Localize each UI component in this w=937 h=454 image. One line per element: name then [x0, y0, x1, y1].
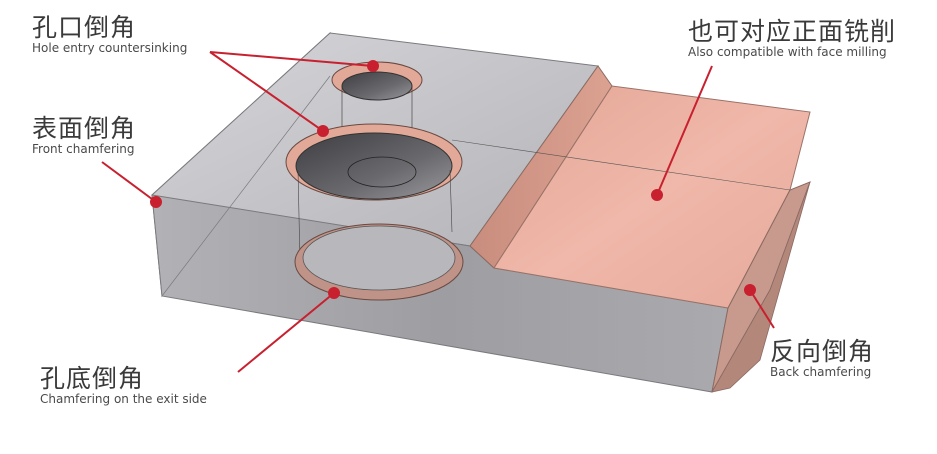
label-hole-entry-zh: 孔口倒角 [32, 13, 137, 42]
label-front-en: Front chamfering [32, 142, 135, 156]
leader-dot [744, 284, 756, 296]
leader-front [101, 161, 157, 203]
large-hole-bottom [347, 156, 417, 188]
leader-back [749, 289, 775, 329]
leader-lines [101, 51, 775, 373]
label-back-zh: 反向倒角 [770, 337, 875, 366]
label-hole-entry: 孔口倒角 Hole entry countersinking [32, 14, 187, 55]
leader-dot [317, 125, 329, 137]
label-exit-zh: 孔底倒角 [40, 364, 145, 393]
label-exit-en: Chamfering on the exit side [40, 392, 207, 406]
leader-hole-entry-a [209, 51, 374, 67]
label-back: 反向倒角 Back chamfering [770, 338, 874, 379]
hidden-edge [451, 139, 791, 191]
label-front-zh: 表面倒角 [32, 114, 137, 143]
hidden-edge [161, 75, 331, 297]
hole-wall-line [297, 169, 301, 263]
small-hole [341, 71, 413, 101]
leader-dot [150, 196, 162, 208]
leader-dot [328, 287, 340, 299]
label-hole-entry-en: Hole entry countersinking [32, 41, 188, 55]
label-face-zh: 也可对应正面铣削 [688, 17, 897, 46]
exit-hole [302, 225, 456, 291]
leader-hole-entry-b [209, 51, 324, 132]
large-hole [295, 132, 453, 200]
leader-exit [237, 292, 335, 373]
label-face-en: Also compatible with face milling [688, 45, 887, 59]
label-face-milling: 也可对应正面铣削 Also compatible with face milli… [688, 18, 896, 59]
label-front: 表面倒角 Front chamfering [32, 115, 136, 156]
label-back-en: Back chamfering [770, 365, 872, 379]
hole-wall-line [449, 169, 453, 233]
leader-dot [651, 189, 663, 201]
leader-face [656, 65, 713, 196]
leader-dot [367, 60, 379, 72]
label-exit: 孔底倒角 Chamfering on the exit side [40, 365, 207, 406]
